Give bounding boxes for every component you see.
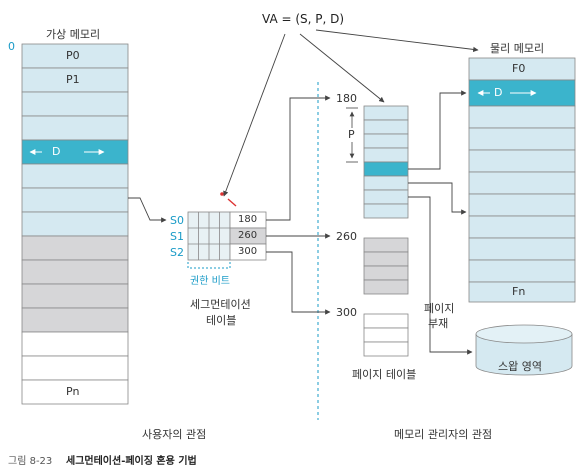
page-p0-label: P0	[66, 49, 80, 62]
page-table-base-300: 300	[336, 306, 357, 319]
frame-f0-label: F0	[512, 62, 526, 75]
swap-area-label: 스왑 영역	[498, 360, 542, 373]
page-span-label: P	[348, 128, 355, 141]
page-table-base-260: 260	[336, 230, 357, 243]
physical-memory-column	[468, 57, 576, 303]
virtual-memory-label: 가상 메모리	[46, 28, 101, 41]
page-table-3	[363, 313, 409, 357]
segment-row-s2: S2	[170, 246, 184, 259]
physical-memory-label: 물리 메모리	[490, 42, 545, 55]
page-table-2	[363, 237, 409, 295]
page-fault-line2: 부재	[428, 317, 449, 330]
address-zero-label: 0	[8, 40, 15, 53]
page-table-base-180: 180	[336, 92, 357, 105]
offset-d-label-virtual: D	[52, 145, 61, 158]
page-table-name: 페이지 테이블	[352, 368, 417, 381]
figure-number: 그림 8-23	[8, 456, 53, 467]
manager-view-label: 메모리 관리자의 관점	[394, 428, 493, 441]
segment-table-name-line1: 세그먼테이션	[190, 298, 251, 311]
offset-d-label-physical: D	[494, 86, 503, 99]
page-p1-label: P1	[66, 73, 80, 86]
segment-value-s0: 180	[238, 214, 258, 225]
segmentation-table	[187, 192, 267, 269]
page-fault-line1: 페이지	[424, 302, 455, 315]
virtual-memory-column	[21, 43, 129, 405]
flow-arrows	[128, 29, 479, 355]
permission-bits-label: 권한 비트	[190, 276, 230, 287]
segment-row-s1: S1	[170, 230, 184, 243]
frame-fn-label: Fn	[512, 285, 526, 298]
figure-title: 세그먼테이션-페이징 혼용 기법	[66, 456, 197, 467]
segment-table-name-line2: 테이블	[206, 314, 237, 327]
segment-value-s1: 260	[238, 230, 258, 241]
page-pn-label: Pn	[66, 385, 80, 398]
segment-value-s2: 300	[238, 246, 258, 257]
swap-area-cylinder	[475, 324, 573, 376]
user-view-label: 사용자의 관점	[142, 428, 207, 441]
page-table-1	[346, 105, 409, 219]
va-formula: VA = (S, P, D)	[262, 12, 345, 26]
segment-row-s0: S0	[170, 214, 184, 227]
